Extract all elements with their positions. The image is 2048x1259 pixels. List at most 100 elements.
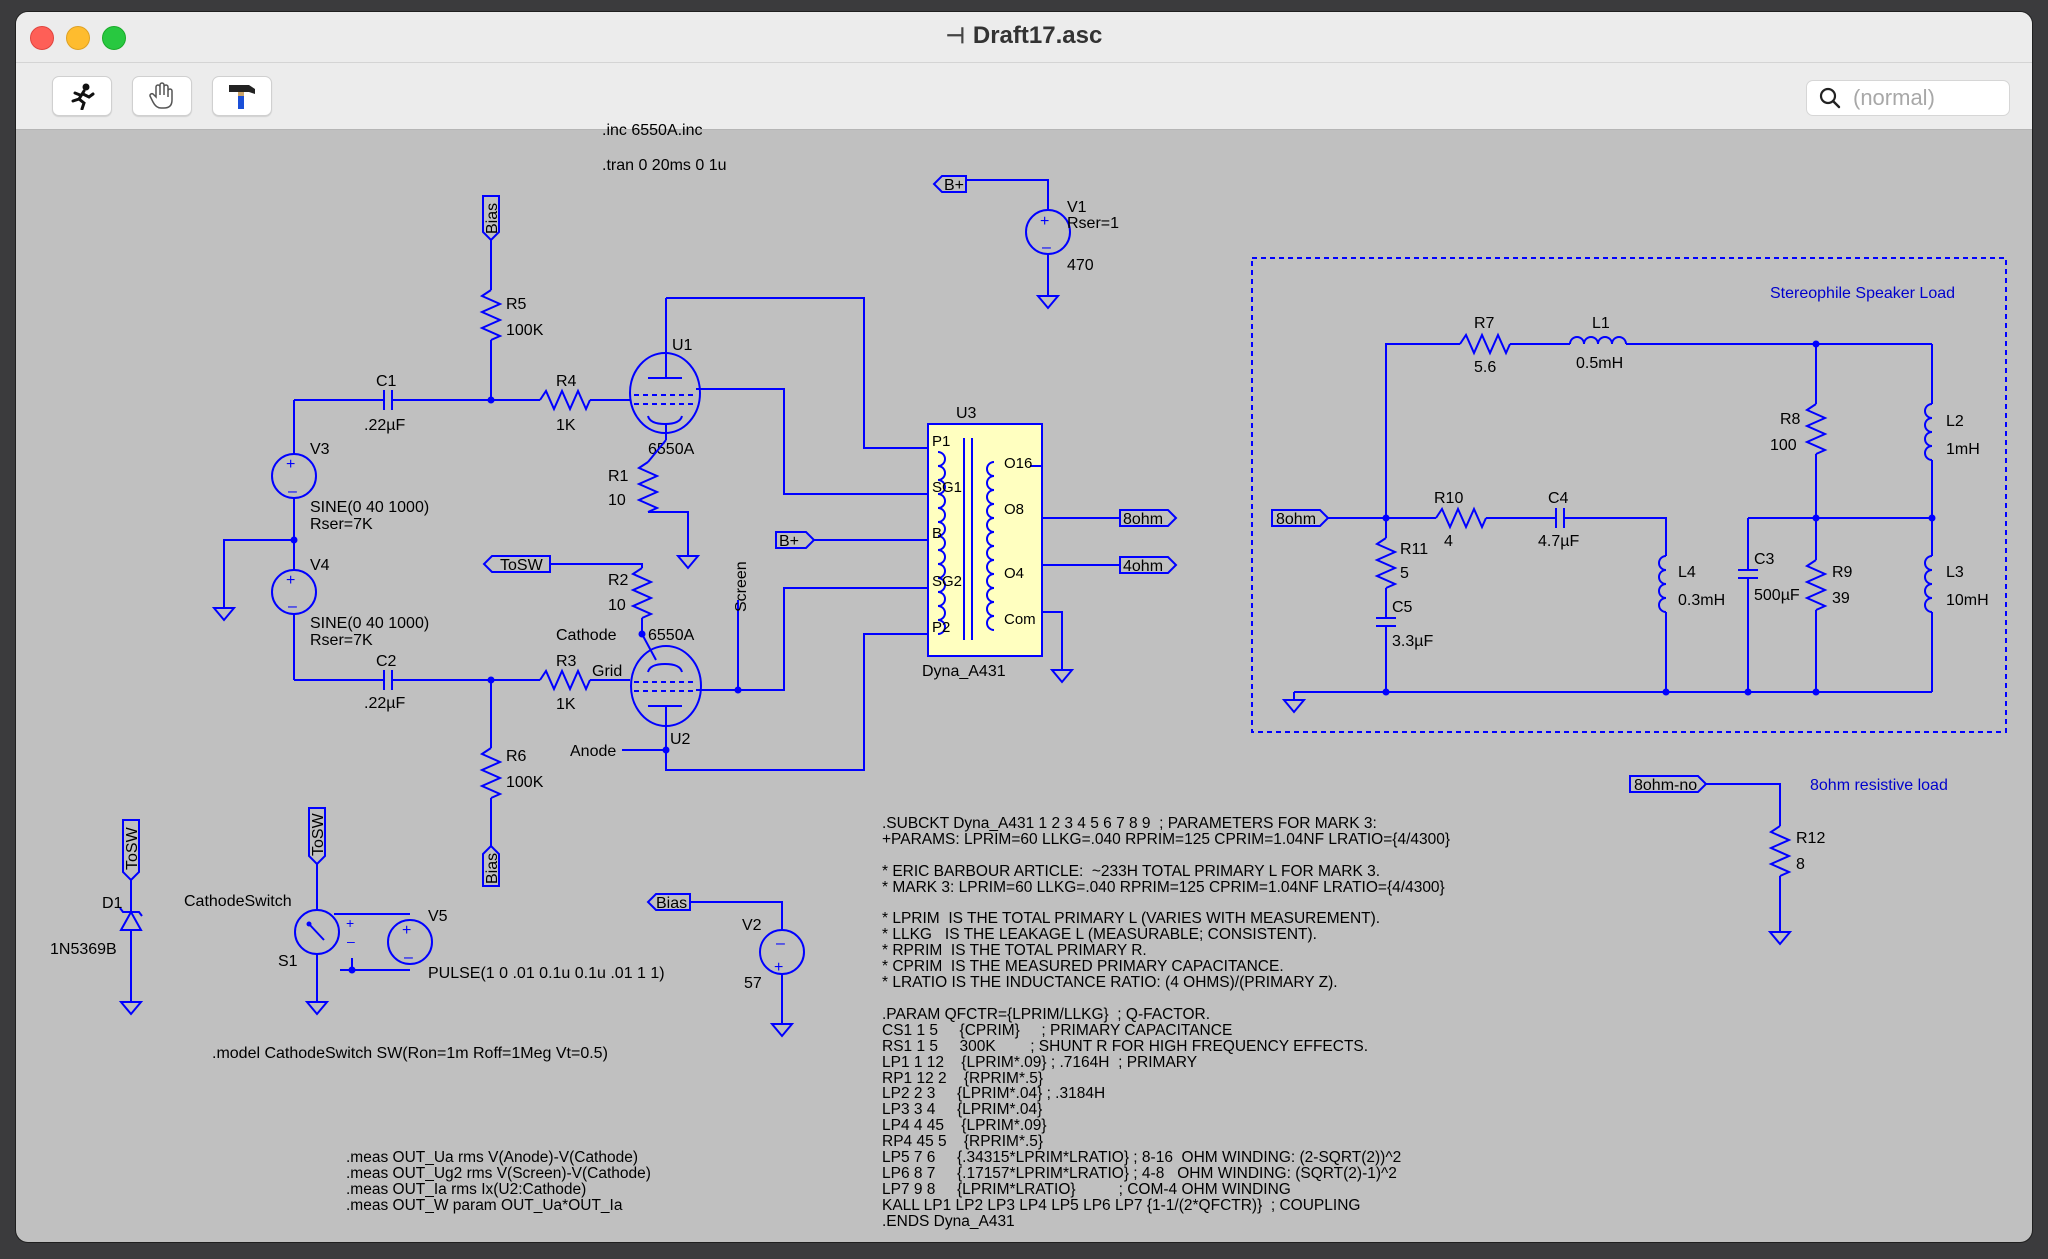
v5-name: V5 — [428, 908, 448, 925]
v3-value: SINE(0 40 1000) — [310, 499, 429, 516]
v5-value: PULSE(1 0 .01 0.1u 0.1u .01 1 1) — [428, 965, 665, 982]
svg-text:B+: B+ — [944, 177, 964, 194]
resistor-r12[interactable] — [1768, 825, 1792, 877]
label-grid: Grid — [592, 663, 622, 680]
r2-name: R2 — [608, 572, 629, 589]
source-v5[interactable]: + – — [387, 919, 433, 966]
resistor-r2[interactable] — [630, 567, 654, 619]
search-box[interactable] — [1806, 80, 2010, 116]
u3-name: U3 — [956, 405, 977, 422]
close-button[interactable] — [30, 26, 54, 50]
net-label-bias-top[interactable]: Bias — [482, 195, 501, 242]
zener-d1[interactable] — [119, 907, 143, 931]
resistor-r8[interactable] — [1804, 403, 1828, 455]
run-icon — [71, 83, 95, 110]
capacitor-c3[interactable] — [1738, 569, 1758, 579]
net-label-8ohm-in[interactable]: 8ohm — [1271, 509, 1330, 528]
svg-text:8ohm-no: 8ohm-no — [1634, 777, 1697, 794]
svg-text:ToSW: ToSW — [500, 557, 544, 574]
ground-s1 — [304, 1001, 330, 1016]
transformer-u3[interactable] — [927, 423, 1043, 657]
capacitor-c2[interactable] — [383, 670, 393, 690]
ground-input — [211, 539, 294, 622]
net-label-bplus-v1[interactable]: B+ — [932, 175, 967, 194]
net-label-bias-v2[interactable]: Bias — [646, 893, 691, 912]
comment-resistive-load[interactable]: 8ohm resistive load — [1810, 777, 1948, 794]
resistor-r7[interactable] — [1459, 332, 1511, 356]
net-label-tosw-d1[interactable]: ToSW — [122, 819, 141, 882]
net-label-tosw-s1[interactable]: ToSW — [308, 807, 327, 866]
l4-value: 0.3mH — [1678, 592, 1725, 609]
net-label-8ohm-out[interactable]: 8ohm — [1119, 509, 1178, 528]
capacitor-c1[interactable] — [383, 390, 393, 410]
resistor-r11[interactable] — [1374, 537, 1398, 589]
v4-name: V4 — [310, 557, 330, 574]
inductor-l2[interactable] — [1924, 403, 1933, 461]
wire-com-gnd — [1042, 611, 1063, 670]
v3-name: V3 — [310, 441, 330, 458]
source-v4[interactable]: + – — [271, 540, 317, 680]
r12-name: R12 — [1796, 830, 1825, 847]
search-input[interactable] — [1851, 85, 2005, 111]
title-bar: ⊣Draft17.asc — [16, 12, 2032, 63]
svg-text:+: + — [1040, 213, 1049, 230]
resistor-r6[interactable] — [479, 747, 503, 799]
comment-speaker-load[interactable]: Stereophile Speaker Load — [1770, 285, 1955, 302]
directive-model[interactable]: .model CathodeSwitch SW(Ron=1m Roff=1Meg… — [212, 1045, 608, 1062]
ground-com — [1049, 669, 1075, 684]
net-label-8ohm-no[interactable]: 8ohm-no — [1629, 775, 1708, 794]
junction-dot — [290, 536, 298, 544]
resistor-r4[interactable] — [539, 388, 591, 412]
l3-name: L3 — [1946, 564, 1964, 581]
wire-tosw-r2 — [550, 563, 643, 568]
s1-name: S1 — [278, 953, 298, 970]
v2-value: 57 — [744, 975, 762, 992]
resistor-r3[interactable] — [539, 668, 591, 692]
svg-text:–: – — [288, 483, 297, 500]
source-v3[interactable]: + – — [271, 400, 317, 540]
resistor-r10[interactable] — [1435, 506, 1487, 530]
net-label-tosw-r2[interactable]: ToSW — [482, 555, 551, 574]
v3-rser: Rser=7K — [310, 516, 373, 533]
resistor-r5[interactable] — [479, 289, 503, 341]
resistor-r1[interactable] — [636, 461, 660, 513]
minimize-button[interactable] — [66, 26, 90, 50]
v2-name: V2 — [742, 917, 762, 934]
source-v1[interactable]: + – — [1025, 209, 1071, 256]
svg-text:+: + — [286, 572, 295, 589]
hammer-button[interactable] — [212, 76, 272, 116]
directive-inc[interactable]: .inc 6550A.inc — [602, 122, 703, 139]
junction-dot — [734, 686, 742, 694]
svg-text:–: – — [347, 933, 355, 949]
capacitor-c4[interactable] — [1555, 508, 1565, 528]
svg-text:Bias: Bias — [656, 895, 687, 912]
l2-name: L2 — [1946, 413, 1964, 430]
directive-tran[interactable]: .tran 0 20ms 0 1u — [602, 157, 727, 174]
r6-value: 100K — [506, 774, 544, 791]
net-label-bias-bottom[interactable]: Bias — [482, 844, 501, 887]
source-v2[interactable]: – + — [759, 929, 805, 976]
inductor-l1[interactable] — [1569, 336, 1627, 345]
capacitor-c5[interactable] — [1376, 617, 1396, 627]
u1-name: U1 — [672, 337, 693, 354]
schematic-canvas[interactable]: .w { stroke:#0000ff; stroke-width:2; fil… — [16, 12, 2032, 1242]
run-button[interactable] — [52, 76, 112, 116]
zoom-button[interactable] — [102, 26, 126, 50]
net-label-bplus-b[interactable]: B+ — [775, 531, 816, 550]
subckt-netlist-text[interactable]: .SUBCKT Dyna_A431 1 2 3 4 5 6 7 8 9 ; PA… — [882, 815, 1451, 1230]
wire-u1-screen-sg1 — [696, 388, 928, 495]
switch-s1[interactable]: + – — [294, 909, 355, 955]
inductor-l3[interactable] — [1924, 555, 1933, 613]
wire-u1-r1 — [647, 439, 667, 463]
tube-u2[interactable] — [630, 633, 702, 750]
pan-button[interactable] — [132, 76, 192, 116]
resistor-r9[interactable] — [1804, 559, 1828, 611]
meas-directives[interactable]: .meas OUT_Ua rms V(Anode)-V(Cathode) .me… — [346, 1149, 651, 1214]
v1-value: 470 — [1067, 257, 1094, 274]
r9-name: R9 — [1832, 564, 1853, 581]
speaker-load-box[interactable] — [1251, 257, 2007, 733]
inductor-l4[interactable] — [1658, 555, 1667, 613]
wire-c4-l4 — [1564, 517, 1667, 556]
net-label-4ohm-out[interactable]: 4ohm — [1119, 556, 1178, 575]
tube-u1[interactable] — [629, 298, 701, 440]
